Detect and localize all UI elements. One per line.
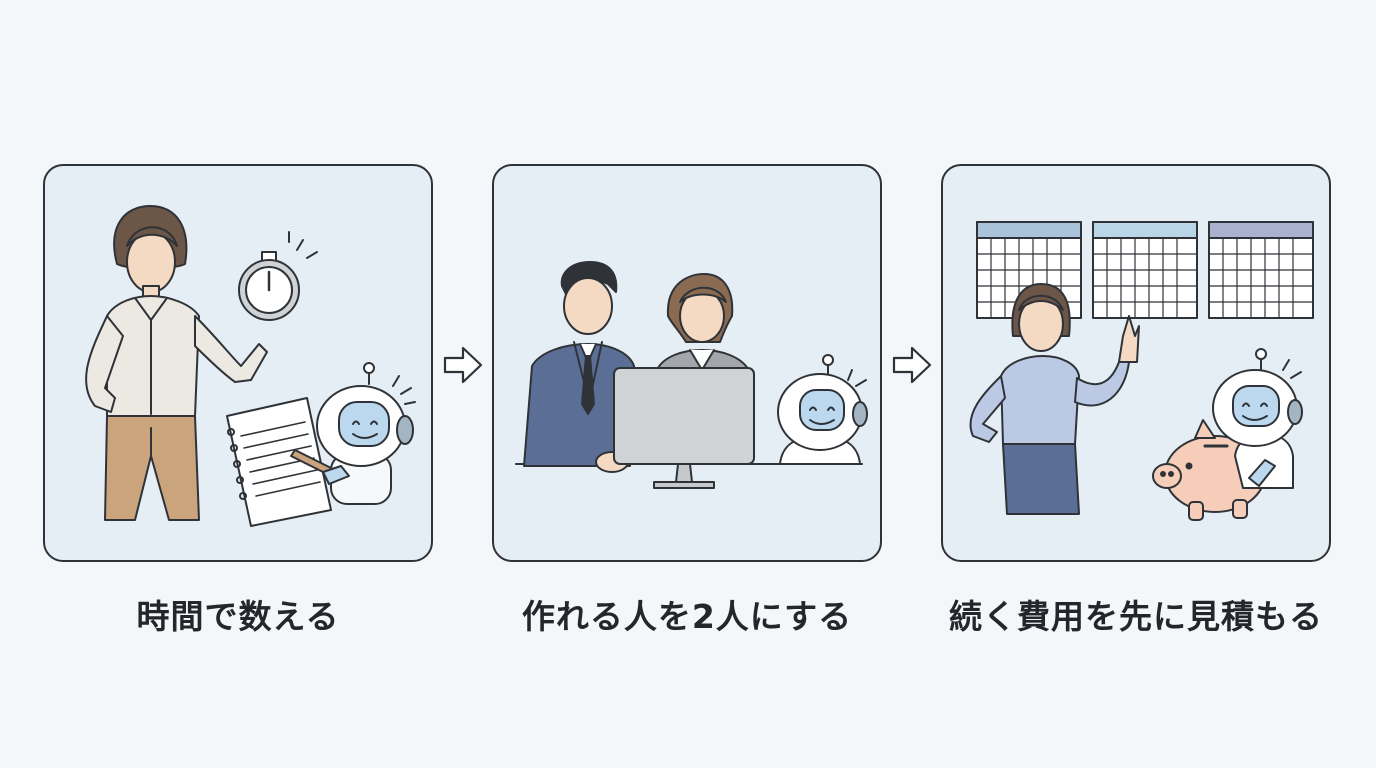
presenter-figure (969, 283, 1140, 515)
computer-icon (613, 367, 755, 489)
stopwatch-icon (238, 231, 318, 321)
robot-figure (316, 362, 416, 505)
step-2-caption: 作れる人を2人にする (521, 597, 853, 636)
step-2-panel (492, 164, 882, 562)
woman-figure (85, 205, 268, 521)
step-1-illustration (85, 205, 416, 527)
step-3-illustration (969, 221, 1314, 521)
calendar-icon (1092, 221, 1198, 319)
step-1-caption: 時間で数える (136, 597, 340, 636)
robot-figure (777, 354, 868, 465)
step-1-panel (43, 164, 433, 562)
robot-figure (1212, 348, 1303, 489)
next-arrow-icon (892, 346, 932, 388)
man-figure (523, 261, 635, 473)
step-3-panel (941, 164, 1331, 562)
calendar-icon (1208, 221, 1314, 319)
next-arrow-icon (443, 346, 483, 388)
step-3-caption: 続く費用を先に見積もる (949, 597, 1323, 636)
notepad-icon (226, 397, 336, 527)
step-2-illustration (515, 261, 868, 489)
